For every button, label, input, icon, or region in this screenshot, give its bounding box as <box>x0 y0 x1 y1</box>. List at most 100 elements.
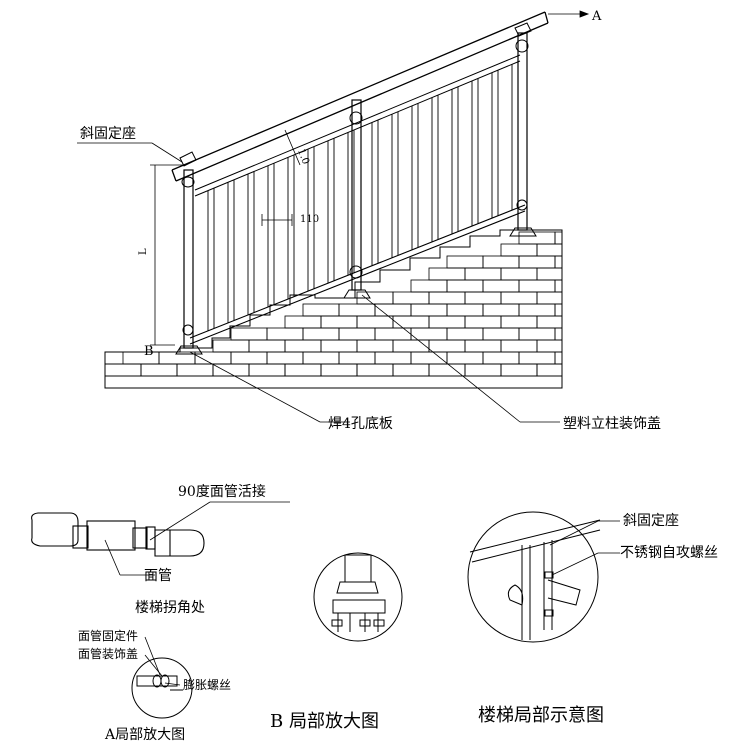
brick <box>392 315 430 329</box>
brick <box>428 291 466 305</box>
brick <box>320 339 358 353</box>
brick <box>446 279 484 293</box>
brick <box>518 255 556 269</box>
brick <box>500 291 538 305</box>
brick <box>518 231 556 245</box>
detail-a-drawing <box>131 657 193 719</box>
brick <box>554 303 563 317</box>
brick <box>140 363 178 377</box>
brick <box>104 363 142 377</box>
brick <box>302 327 340 341</box>
detail-slope-mount-label: 斜固定座 <box>623 513 679 529</box>
elbow-90-label: 90度面管活接 <box>178 483 266 500</box>
expansion-bolt-label: 膨胀螺丝 <box>183 678 231 692</box>
brick <box>500 363 538 377</box>
brick <box>248 363 286 377</box>
brick <box>536 363 563 377</box>
brick <box>410 279 448 293</box>
stair-detail-drawing <box>467 511 601 643</box>
brick <box>464 363 502 377</box>
brick <box>464 339 502 353</box>
brick <box>392 291 430 305</box>
brick <box>284 363 322 377</box>
dim-spacing-label: 110 <box>300 214 319 225</box>
brick <box>428 339 466 353</box>
brick <box>518 351 556 365</box>
brick <box>230 351 268 365</box>
brick <box>176 363 214 377</box>
brick <box>392 363 430 377</box>
brick <box>338 327 376 341</box>
marker-a: A <box>591 9 602 24</box>
brick <box>536 243 563 257</box>
callout-leaders <box>77 142 560 423</box>
stainless-screw-label: 不锈钢自攻螺丝 <box>620 545 718 561</box>
detail-b-title: B 局部放大图 <box>270 711 379 732</box>
brick <box>320 363 358 377</box>
brick <box>410 303 448 317</box>
brick <box>320 315 358 329</box>
brick <box>410 327 448 341</box>
brick <box>248 339 286 353</box>
elbow-callout-leaders <box>104 501 290 576</box>
brick <box>248 363 286 377</box>
detail-a-title: A局部放大图 <box>104 727 185 743</box>
dim-height-label: 1.0 <box>295 147 311 166</box>
brick <box>356 339 394 353</box>
brick <box>284 363 322 377</box>
brick <box>176 363 214 377</box>
brick <box>464 363 502 377</box>
brick <box>500 315 538 329</box>
brick <box>428 363 466 377</box>
brick <box>356 363 394 377</box>
brick <box>374 351 412 365</box>
brick <box>392 363 430 377</box>
brick <box>482 255 520 269</box>
top-pipe-label: 面管 <box>144 568 172 584</box>
brick <box>554 351 563 365</box>
brick <box>428 315 466 329</box>
brick <box>212 339 250 353</box>
brick <box>536 267 563 281</box>
brick <box>302 351 340 365</box>
brick <box>284 315 322 329</box>
brick <box>464 267 502 281</box>
brick <box>536 291 563 305</box>
brick <box>302 303 340 317</box>
brick <box>122 351 160 365</box>
brick <box>554 231 563 245</box>
detail-b-drawing <box>313 552 403 642</box>
elbow-joint-drawing <box>31 512 205 557</box>
brick <box>500 339 538 353</box>
brick <box>356 315 394 329</box>
detail-a-leaders <box>144 636 181 686</box>
brick <box>518 303 556 317</box>
brick <box>464 291 502 305</box>
brick <box>482 327 520 341</box>
brick <box>446 327 484 341</box>
brick <box>446 351 484 365</box>
brick <box>338 351 376 365</box>
brick <box>500 267 538 281</box>
stair-detail-leaders <box>549 520 620 576</box>
pipe-cover-label: 面管装饰盖 <box>78 646 138 661</box>
brick <box>266 327 304 341</box>
brick <box>554 279 563 293</box>
dimension-lines <box>150 10 590 346</box>
brick <box>536 315 563 329</box>
brick <box>536 339 563 353</box>
pipe-fixing-label: 面管固定件 <box>78 628 138 643</box>
brick <box>482 351 520 365</box>
brick <box>104 363 142 377</box>
brick <box>518 327 556 341</box>
brick <box>140 363 178 377</box>
brick <box>428 267 466 281</box>
brick <box>446 303 484 317</box>
dim-length-label: L <box>138 248 149 255</box>
brick <box>410 351 448 365</box>
brick <box>284 339 322 353</box>
brick <box>482 279 520 293</box>
brick <box>446 255 484 269</box>
brick <box>536 363 563 377</box>
